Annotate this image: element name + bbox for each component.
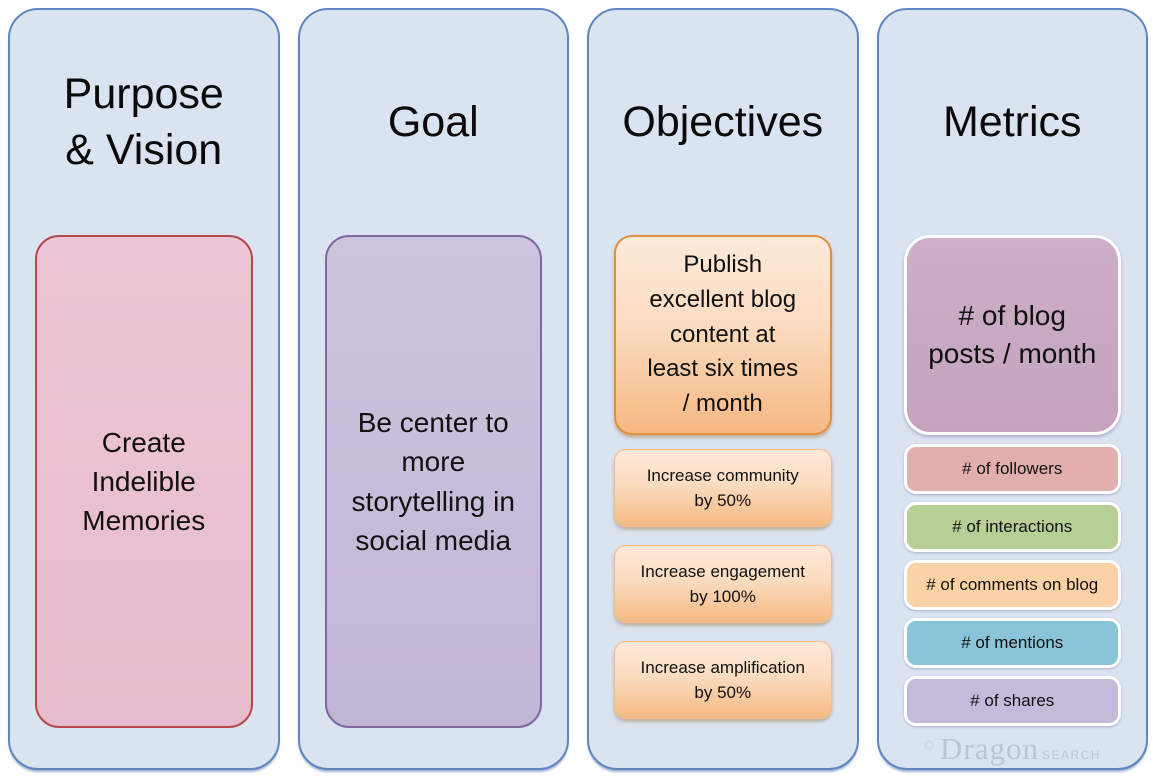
objective-box-amplification: Increase amplification by 50%	[614, 641, 832, 719]
watermark: © Dragon SEARCH	[923, 731, 1101, 767]
metric-box-followers: # of followers	[903, 444, 1121, 494]
objective-box-engagement: Increase engagement by 100%	[614, 545, 832, 623]
objective-box-publish: Publish excellent blog content at least …	[614, 235, 832, 435]
column-title-metrics: Metrics	[942, 97, 1082, 146]
column-body-purpose-vision: Create Indelible Memories	[35, 235, 253, 768]
metric-box-blog-posts: # of blog posts / month	[903, 235, 1121, 435]
column-body-goal: Be center to more storytelling in social…	[324, 235, 542, 768]
column-goal: Goal Be center to more storytelling in s…	[297, 8, 569, 770]
column-title-objectives: Objectives	[622, 97, 824, 146]
goal-box: Be center to more storytelling in social…	[324, 235, 542, 728]
column-metrics: Metrics # of blog posts / month # of fol…	[876, 8, 1148, 770]
column-title-purpose-vision: Purpose & Vision	[63, 69, 224, 174]
metric-box-mentions: # of mentions	[903, 618, 1121, 668]
column-objectives: Objectives Publish excellent blog conten…	[587, 8, 859, 770]
objective-box-community: Increase community by 50%	[614, 449, 832, 527]
copyright-symbol: ©	[923, 739, 934, 754]
watermark-brand: Dragon	[940, 731, 1039, 766]
metric-box-shares: # of shares	[903, 676, 1121, 726]
column-body-objectives: Publish excellent blog content at least …	[614, 235, 832, 768]
column-purpose-vision: Purpose & Vision Create Indelible Memori…	[8, 8, 280, 770]
watermark-suffix: SEARCH	[1041, 748, 1101, 762]
metric-box-comments: # of comments on blog	[903, 560, 1121, 610]
metric-box-interactions: # of interactions	[903, 502, 1121, 552]
column-title-goal: Goal	[387, 97, 479, 146]
column-body-metrics: # of blog posts / month # of followers #…	[903, 235, 1121, 768]
diagram-columns: Purpose & Vision Create Indelible Memori…	[8, 8, 1148, 770]
purpose-box: Create Indelible Memories	[35, 235, 253, 728]
